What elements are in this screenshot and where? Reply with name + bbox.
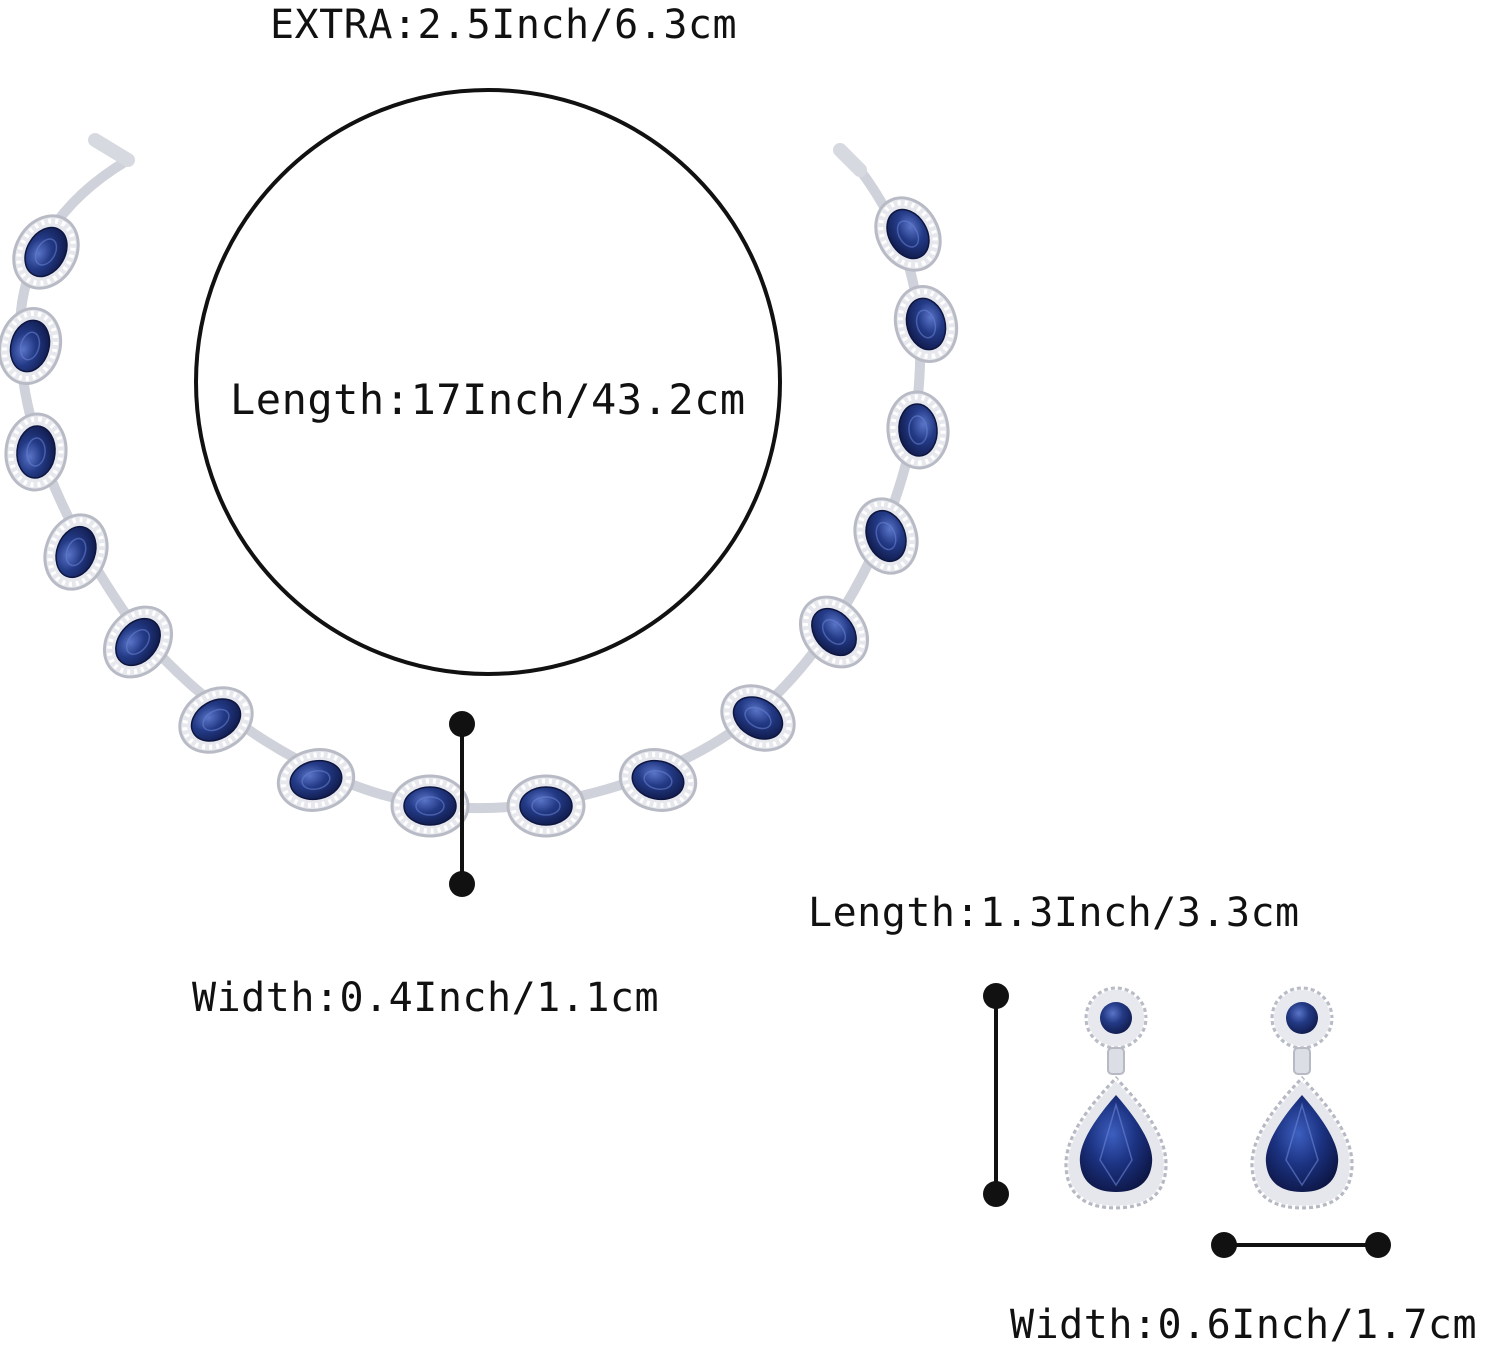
earring-right: [1249, 986, 1355, 1211]
necklace-length-label: Length:17Inch/43.2cm: [230, 375, 746, 424]
earring-length-marker: [983, 983, 1009, 1207]
necklace-stone: [0, 306, 63, 386]
necklace-stones: [0, 196, 959, 838]
necklace-stone: [874, 196, 942, 272]
necklace-stone: [390, 774, 470, 838]
necklace-width-marker: [449, 711, 475, 897]
necklace-stone: [43, 513, 109, 591]
earring-width-marker: [1211, 1232, 1391, 1258]
necklace-stone: [102, 605, 174, 679]
necklace-stone: [276, 748, 356, 812]
necklace-width-label: Width:0.4Inch/1.1cm: [192, 975, 660, 1021]
necklace-stone: [178, 686, 254, 754]
necklace-stone: [618, 748, 698, 812]
extra-length-label: EXTRA:2.5Inch/6.3cm: [270, 2, 738, 48]
necklace-size-circle: [194, 88, 782, 676]
necklace-stone: [886, 390, 950, 470]
necklace-stone: [720, 684, 796, 752]
necklace-stone: [4, 412, 68, 492]
necklace-stone: [853, 497, 919, 575]
earring-width-label: Width:0.6Inch/1.7cm: [1010, 1302, 1478, 1348]
earring-left: [1063, 986, 1169, 1211]
necklace-stone: [506, 774, 586, 838]
earring-length-label: Length:1.3Inch/3.3cm: [808, 890, 1300, 936]
necklace-stone: [12, 214, 80, 290]
necklace-stone: [798, 595, 870, 669]
necklace-stone: [893, 284, 959, 364]
